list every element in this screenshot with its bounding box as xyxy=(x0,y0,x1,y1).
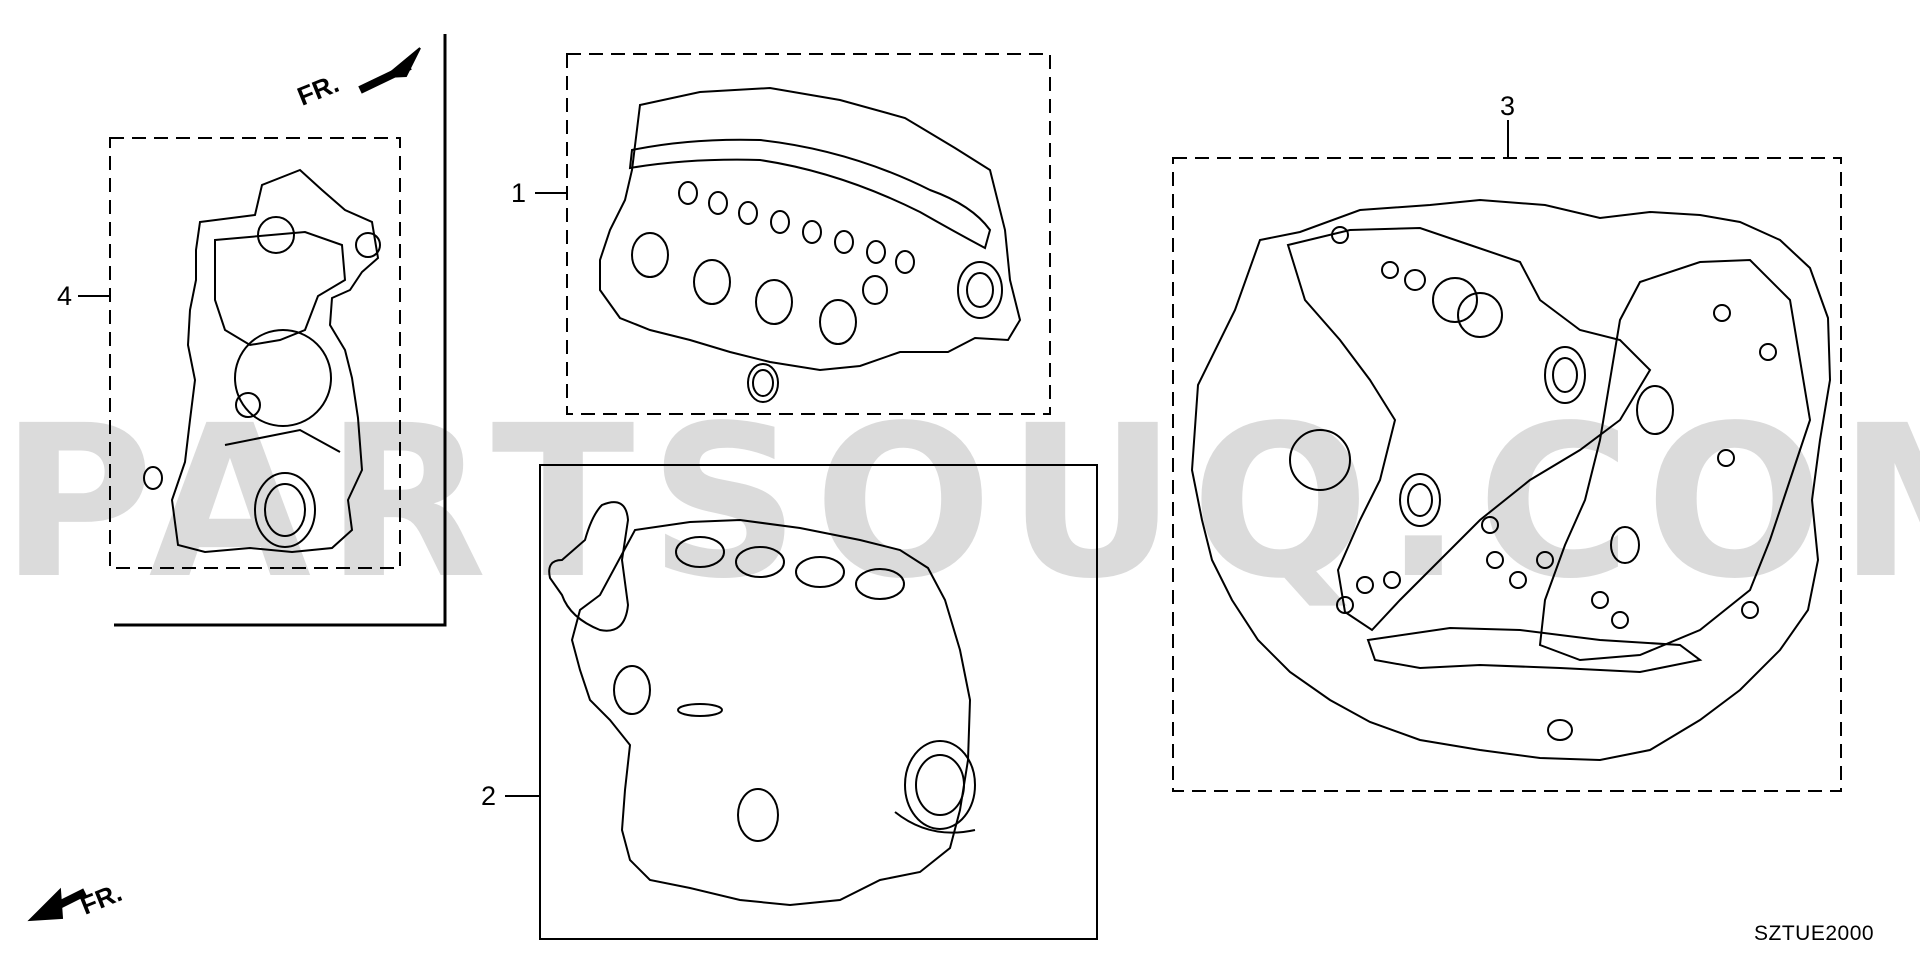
trans-oil-seal-2-inner xyxy=(1407,483,1433,517)
front-direction-arrow-icon xyxy=(358,47,421,94)
trans-pan-gasket xyxy=(1366,626,1703,674)
part-1-dashed-frame xyxy=(566,53,1051,415)
trans-o-ring-2 xyxy=(1457,292,1503,338)
trans-large-o-ring xyxy=(1289,429,1351,491)
block-bore-2 xyxy=(735,546,785,578)
part-4-dashed-frame xyxy=(109,137,401,569)
block-oil-gasket xyxy=(677,703,723,717)
callout-part-2[interactable]: 2 xyxy=(481,781,497,811)
block-bore-1 xyxy=(675,536,725,568)
part-1-cylinder-head-kit[interactable] xyxy=(535,53,1051,415)
part-2-engine-block-kit[interactable] xyxy=(505,464,1098,940)
rear-main-seal-outer xyxy=(904,740,976,830)
trans-oil-seal-1 xyxy=(1544,346,1586,404)
part-1-o-ring-outer xyxy=(747,363,779,403)
part-1-o-ring-inner xyxy=(752,369,774,397)
trans-oil-seal-1-inner xyxy=(1552,357,1578,393)
callout-part-4[interactable]: 4 xyxy=(57,281,73,311)
trans-oil-seal-2 xyxy=(1399,473,1441,527)
case-gasket-left xyxy=(1286,226,1652,632)
part-4-small-o-ring xyxy=(143,466,163,490)
valve-cover-gasket xyxy=(628,138,992,250)
callout-part-3[interactable]: 3 xyxy=(1500,91,1516,121)
timing-cover-pulley-opening xyxy=(234,329,332,427)
cylinder-head-outline xyxy=(599,86,1022,372)
callout-part-1[interactable]: 1 xyxy=(511,178,527,208)
front-direction-label-top: FR. xyxy=(293,68,343,112)
block-oil-filter-seal xyxy=(737,788,779,842)
head-plug-seal xyxy=(862,275,888,305)
trans-oil-seal-3 xyxy=(1636,385,1674,435)
crank-oil-seal-outer xyxy=(254,472,316,548)
timing-cover-oil-seal xyxy=(257,216,295,254)
rear-seal-gasket xyxy=(894,811,976,834)
part-4-timing-cover-kit[interactable] xyxy=(78,34,447,627)
trans-o-ring-3 xyxy=(1404,269,1426,291)
block-bore-4 xyxy=(855,568,905,600)
port-4 xyxy=(819,299,857,345)
part-3-dashed-frame xyxy=(1172,157,1842,792)
head-end-boss-inner xyxy=(966,272,994,308)
front-direction-label-bottom: FR. xyxy=(76,877,126,921)
port-2 xyxy=(693,259,731,305)
head-end-boss xyxy=(957,261,1003,319)
port-1 xyxy=(631,232,669,278)
timing-cover-lower-edge xyxy=(224,428,341,453)
crank-oil-seal-inner xyxy=(264,483,306,537)
front-direction-arrow-icon xyxy=(27,887,87,922)
water-pump-gasket xyxy=(548,501,630,632)
timing-cover-small-hole xyxy=(235,392,261,418)
arrow-shaft-bottom xyxy=(43,888,87,916)
trans-oil-seal-4 xyxy=(1610,526,1640,564)
case-gasket-right xyxy=(1538,258,1812,662)
part-2-frame xyxy=(539,464,1098,940)
block-bore-3 xyxy=(795,556,845,588)
part-4-outer-bracket xyxy=(114,34,447,627)
transmission-case-outline xyxy=(1190,198,1832,762)
timing-cover-outline xyxy=(170,168,380,554)
rear-main-seal-inner xyxy=(915,754,965,816)
valve-stem-seals xyxy=(678,181,915,274)
arrow-shaft-top xyxy=(358,62,412,94)
part-3-transmission-kit[interactable] xyxy=(1172,120,1842,792)
trans-small-o-rings xyxy=(1331,226,1777,629)
engine-block-outline xyxy=(570,518,972,907)
trans-o-ring-1 xyxy=(1432,277,1478,323)
block-front-seal xyxy=(613,665,651,715)
diagram-code: SZTUE2000 xyxy=(1754,922,1875,945)
port-3 xyxy=(755,279,793,325)
timing-cover-boss xyxy=(355,232,381,258)
timing-cover-inner-edge xyxy=(214,230,347,347)
trans-drain-seal xyxy=(1547,719,1573,741)
